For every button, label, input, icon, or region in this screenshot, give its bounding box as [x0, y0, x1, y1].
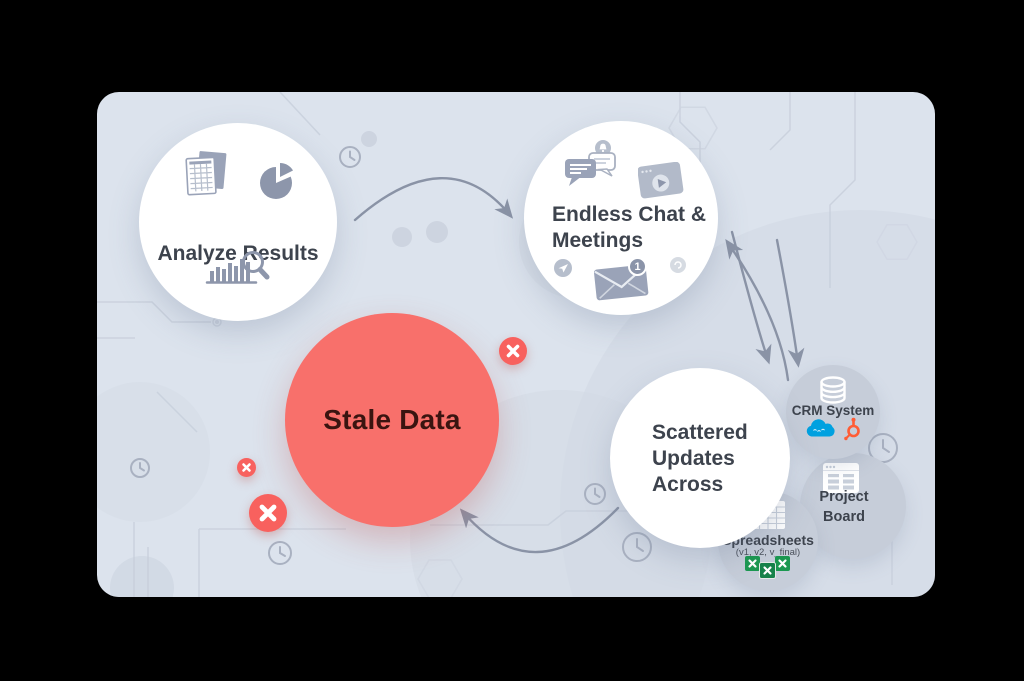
kanban-board-icon	[823, 463, 859, 493]
analyze-results-label: Analyze Results	[157, 242, 319, 265]
bell-badge-icon	[595, 140, 611, 156]
clock-icon	[130, 458, 150, 478]
diagram-panel: Project Board CRM System	[97, 92, 935, 597]
database-icon	[820, 376, 846, 404]
clock-icon	[584, 483, 606, 505]
hubspot-logo-icon	[843, 417, 860, 441]
clock-icon	[339, 146, 361, 168]
project-label-line2: Board	[823, 509, 865, 525]
scattered-label-line3: Across	[652, 473, 724, 496]
video-meeting-icon	[638, 162, 684, 199]
node-analyze-results: Analyze Results	[139, 123, 337, 321]
chat-label-line1: Endless Chat &	[552, 203, 707, 226]
excel-files-icon	[745, 556, 790, 579]
arrow-chat-to-scattered-1	[730, 230, 772, 365]
endless-chat-label: Endless Chat & Meetings	[552, 202, 706, 254]
spreadsheets-label: Spreadsheets	[722, 532, 814, 548]
scattered-updates-label: Scattered Updates Across	[652, 420, 748, 498]
node-scattered-updates: Scattered Updates Across	[610, 368, 790, 548]
bar-chart-magnifier-icon	[205, 251, 270, 284]
arrow-scattered-to-stale	[459, 506, 620, 554]
chat-label-line2: Meetings	[552, 229, 644, 252]
envelope-count: 1	[634, 260, 641, 273]
error-x-icon	[249, 494, 287, 532]
node-stale-data: Stale Data	[285, 313, 499, 527]
arrow-scattered-to-chat	[725, 239, 790, 382]
scattered-label-line2: Updates	[652, 447, 735, 470]
scattered-label-line1: Scattered	[652, 421, 748, 444]
send-badge-icon	[554, 259, 572, 277]
clock-icon	[622, 532, 652, 562]
salesforce-logo-icon	[806, 419, 835, 437]
error-x-icon	[237, 458, 256, 477]
node-crm-system: CRM System	[786, 365, 880, 459]
pie-chart-icon	[260, 163, 293, 199]
clock-icon	[268, 541, 292, 565]
report-doc-icon	[185, 151, 227, 196]
stale-data-label: Stale Data	[323, 404, 461, 435]
spreadsheets-versions-label: (v1, v2, v_final)	[735, 547, 801, 558]
chat-bubbles-icon	[565, 152, 616, 186]
error-x-icon	[499, 337, 527, 365]
crm-system-label: CRM System	[791, 403, 875, 418]
node-endless-chat: Endless Chat & Meetings 1	[524, 121, 718, 315]
faint-badge-icon	[670, 257, 686, 273]
envelope-count-badge: 1	[628, 257, 647, 276]
dot-decor	[361, 131, 448, 247]
project-label-line1: Project	[819, 489, 869, 505]
arrow-chat-to-scattered-2	[775, 238, 805, 368]
arrow-analyze-to-chat	[353, 177, 514, 222]
project-board-label: Project Board	[791, 487, 897, 527]
